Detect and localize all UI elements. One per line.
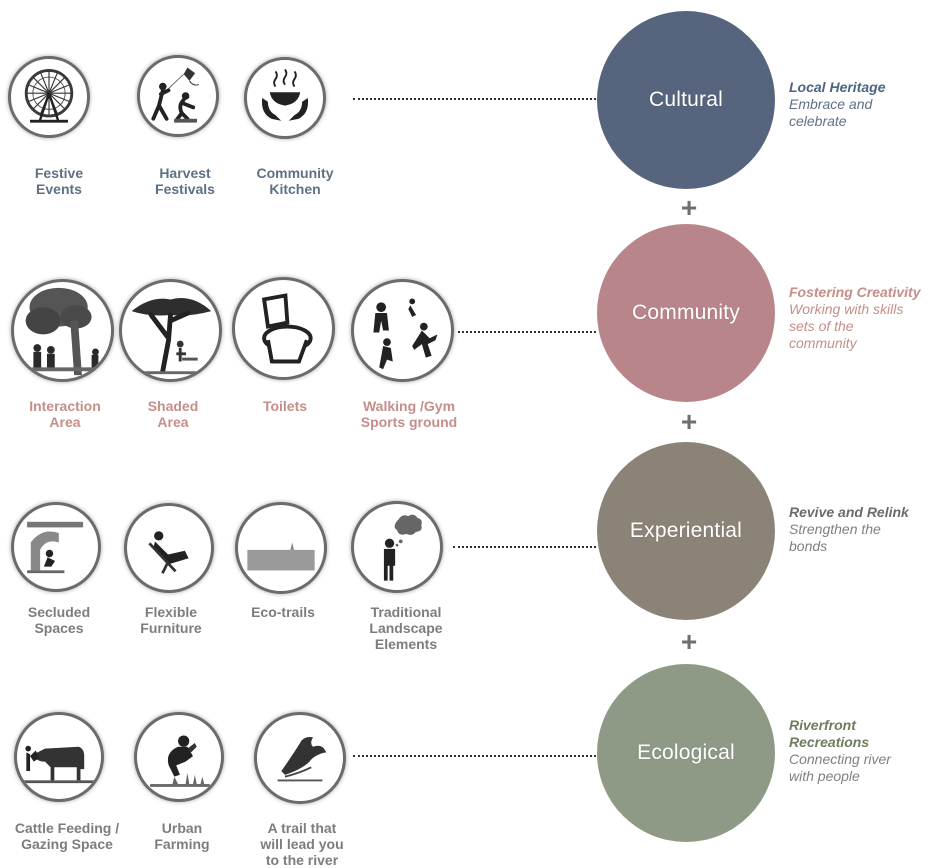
- experiential-heading: Revive and Relink: [789, 504, 909, 520]
- connector-line: [353, 755, 596, 757]
- kite-flying-icon: [137, 55, 219, 137]
- connector-line: [458, 331, 596, 333]
- plus-sign: +: [680, 406, 698, 437]
- connector-line: [353, 98, 596, 100]
- item-label: Urban Farming: [154, 820, 210, 852]
- river-bird-icon: [254, 712, 346, 804]
- cultural-circle: Cultural: [597, 11, 775, 189]
- community-circle: Community: [597, 224, 775, 402]
- acacia-tree-icon: [119, 279, 222, 382]
- item-label: Interaction Area: [29, 398, 101, 430]
- toilet-icon: [232, 277, 335, 380]
- experiential-text: Strengthen the bonds: [789, 521, 881, 554]
- people-under-tree-icon: [11, 279, 114, 382]
- item-label: Cattle Feeding / Gazing Space: [14, 820, 120, 852]
- item-label: Community Kitchen: [256, 165, 334, 197]
- item-label: A trail that will lead you to the river: [260, 820, 344, 868]
- item-label: Toilets: [262, 398, 308, 414]
- running-people-icon: [351, 279, 454, 382]
- ecological-circle: Ecological: [597, 664, 775, 842]
- item-label: Secluded Spaces: [27, 604, 91, 636]
- trail-strip-icon: [235, 502, 327, 594]
- ferris-wheel-icon: [8, 56, 90, 138]
- community-text: Working with skills sets of the communit…: [789, 301, 904, 351]
- cultural-heading: Local Heritage: [789, 79, 886, 95]
- item-label: Shaded Area: [147, 398, 199, 430]
- farmer-icon: [134, 712, 224, 802]
- item-label: Eco-trails: [251, 604, 315, 620]
- cultural-text: Embrace and celebrate: [789, 96, 873, 129]
- plus-sign: +: [680, 192, 698, 223]
- cow-feeding-icon: [14, 712, 104, 802]
- plus-sign: +: [680, 626, 698, 657]
- item-label: Walking /Gym Sports ground: [360, 398, 458, 430]
- thinking-person-icon: [351, 501, 443, 593]
- nook-seat-icon: [11, 502, 101, 592]
- ecological-heading: Riverfront Recreations: [789, 717, 870, 750]
- ecological-title: Ecological: [637, 741, 735, 764]
- item-label: Traditional Landscape Elements: [369, 604, 443, 652]
- item-label: Harvest Festivals: [155, 165, 215, 197]
- cultural-description: Local Heritage Embrace and celebrate: [789, 79, 949, 130]
- community-heading: Fostering Creativity: [789, 284, 921, 300]
- community-title: Community: [632, 301, 740, 324]
- food-bowl-hands-icon: [244, 57, 326, 139]
- cultural-title: Cultural: [649, 88, 723, 111]
- experiential-circle: Experiential: [597, 442, 775, 620]
- ecological-text: Connecting river with people: [789, 751, 891, 784]
- ecological-description: Riverfront Recreations Connecting river …: [789, 717, 949, 785]
- experiential-title: Experiential: [629, 519, 743, 542]
- lounge-chair-icon: [124, 503, 214, 593]
- item-label: Festive Events: [34, 165, 84, 197]
- connector-line: [453, 546, 596, 548]
- community-description: Fostering Creativity Working with skills…: [789, 284, 949, 352]
- experiential-description: Revive and Relink Strengthen the bonds: [789, 504, 949, 555]
- item-label: Flexible Furniture: [140, 604, 202, 636]
